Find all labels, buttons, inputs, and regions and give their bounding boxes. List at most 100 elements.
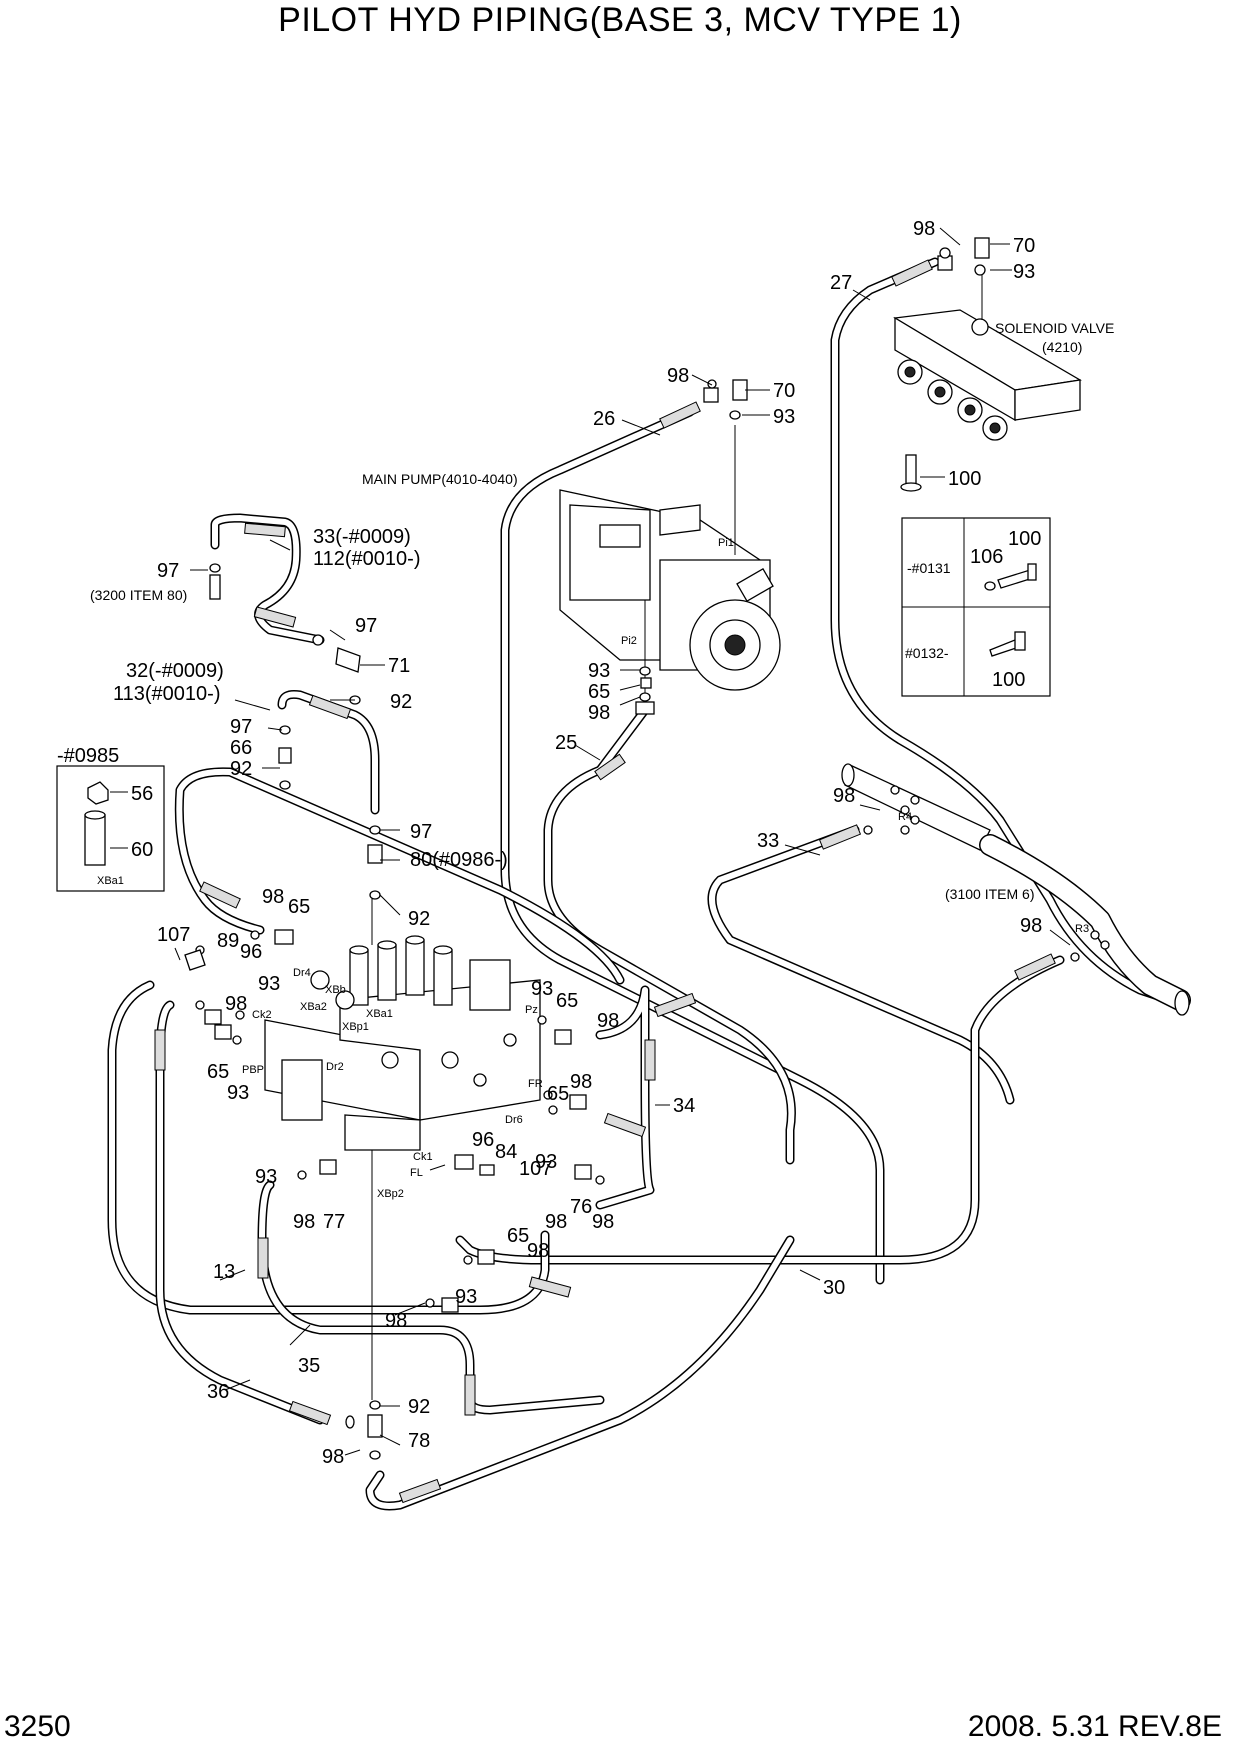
callout-number: 33(-#0009) [313,526,411,548]
port-label: FR [528,1078,543,1090]
callout-number: 98 [385,1310,407,1332]
port-label: PBP [242,1064,264,1076]
callout-number: 98 [913,218,935,240]
inset-left-box [56,765,165,892]
callout-number: 98 [570,1071,592,1093]
callout-number: 92 [230,758,252,780]
callout-number: 70 [773,380,795,402]
callout-number: 56 [131,783,153,805]
callout-number: 84 [495,1141,517,1163]
port-label: R3 [1075,923,1089,935]
callout-number: 89 [217,930,239,952]
solenoid-valve [893,237,1082,492]
callout-number: 93 [255,1166,277,1188]
solenoid-valve-label: SOLENOID VALVE [995,320,1114,336]
callout-number: 107 [519,1158,552,1180]
inset-right-serial: -#0131 [907,560,951,576]
port-label: Dr2 [326,1061,344,1073]
inset-right-serial: #0132- [905,645,949,661]
port-label: XBp1 [342,1021,369,1033]
callout-number: 92 [408,1396,430,1418]
callout-number: 13 [213,1261,235,1283]
callout-number: 80(#0986-) [410,849,508,871]
callout-number: 27 [830,272,852,294]
inset-left-serial: -#0985 [57,745,119,767]
inset-right-table [901,517,1051,697]
leader-lines [174,227,1071,1456]
callout-number: 98 [545,1211,567,1233]
port-label: XBa1 [97,875,124,887]
callout-number: 98 [293,1211,315,1233]
callout-numbers: 98 70 93 27 98 70 93 26 100 33(-#0009) 1… [113,218,1042,1468]
port-label: Dr4 [293,967,311,979]
port-label: XBa1 [366,1008,393,1020]
page-title: PILOT HYD PIPING(BASE 3, MCV TYPE 1) [278,1,962,39]
callout-number: 92 [390,691,412,713]
port-label: XBa2 [300,1001,327,1013]
port-label: XBp2 [377,1188,404,1200]
callout-number: 100 [992,669,1025,691]
port-label: R4 [898,811,912,823]
callout-number: 112(#0010-) [313,548,420,570]
callout-number: 35 [298,1355,320,1377]
callout-number: 97 [230,716,252,738]
item-3100-label: (3100 ITEM 6) [945,886,1034,902]
port-label: Pz [525,1004,538,1016]
callout-number: 66 [230,737,252,759]
revision-date: 2008. 5.31 REV.8E [967,1710,1222,1743]
port-label: XBb [325,984,346,996]
callout-number: 25 [555,732,577,754]
callout-number: 77 [323,1211,345,1233]
hose-sleeves [154,259,1056,1504]
callout-number: 93 [773,406,795,428]
callout-number: 93 [1013,261,1035,283]
callout-number: 98 [588,702,610,724]
fittings [184,247,1080,1460]
callout-number: 93 [535,1151,557,1173]
callout-number: 106 [970,546,1003,568]
callout-number: 65 [547,1083,569,1105]
callout-number: 98 [225,993,247,1015]
callout-number: 26 [593,408,615,430]
callout-number: 34 [673,1095,695,1117]
port-label: Pi1 [718,537,734,549]
callout-number: 97 [355,615,377,637]
callout-number: 98 [262,886,284,908]
callout-number: 98 [322,1446,344,1468]
main-pump [559,425,781,700]
callout-number: 36 [207,1381,229,1403]
callout-number: 93 [227,1082,249,1104]
callout-number: 98 [1020,915,1042,937]
callout-number: 93 [258,973,280,995]
callout-number: 113(#0010-) [113,683,220,705]
callout-number: 65 [556,990,578,1012]
callout-number: 78 [408,1430,430,1452]
callout-number: 32(-#0009) [126,660,224,682]
callout-number: 98 [597,1010,619,1032]
component-labels: SOLENOID VALVE (4210) MAIN PUMP(4010-404… [90,320,1114,902]
page-number: 3250 [4,1710,71,1743]
port-label: Pi2 [621,635,637,647]
callout-number: 92 [408,908,430,930]
port-label: Ck1 [413,1151,433,1163]
callout-number: 97 [410,821,432,843]
callout-number: 65 [588,681,610,703]
callout-number: 65 [288,896,310,918]
callout-number: 98 [592,1211,614,1233]
callout-number: 60 [131,839,153,861]
callout-number: 93 [531,978,553,1000]
callout-number: 30 [823,1277,845,1299]
item-3200-label: (3200 ITEM 80) [90,587,187,603]
return-manifold [841,763,1191,1016]
callout-number: 98 [527,1240,549,1262]
solenoid-valve-ref: (4210) [1042,339,1082,355]
port-label: Ck2 [252,1009,272,1021]
port-label: Dr6 [505,1114,523,1126]
main-control-valve [264,895,541,1400]
port-label: FL [410,1167,423,1179]
callout-number: 76 [570,1196,592,1218]
main-pump-label: MAIN PUMP(4010-4040) [362,471,518,487]
callout-number: 93 [455,1286,477,1308]
